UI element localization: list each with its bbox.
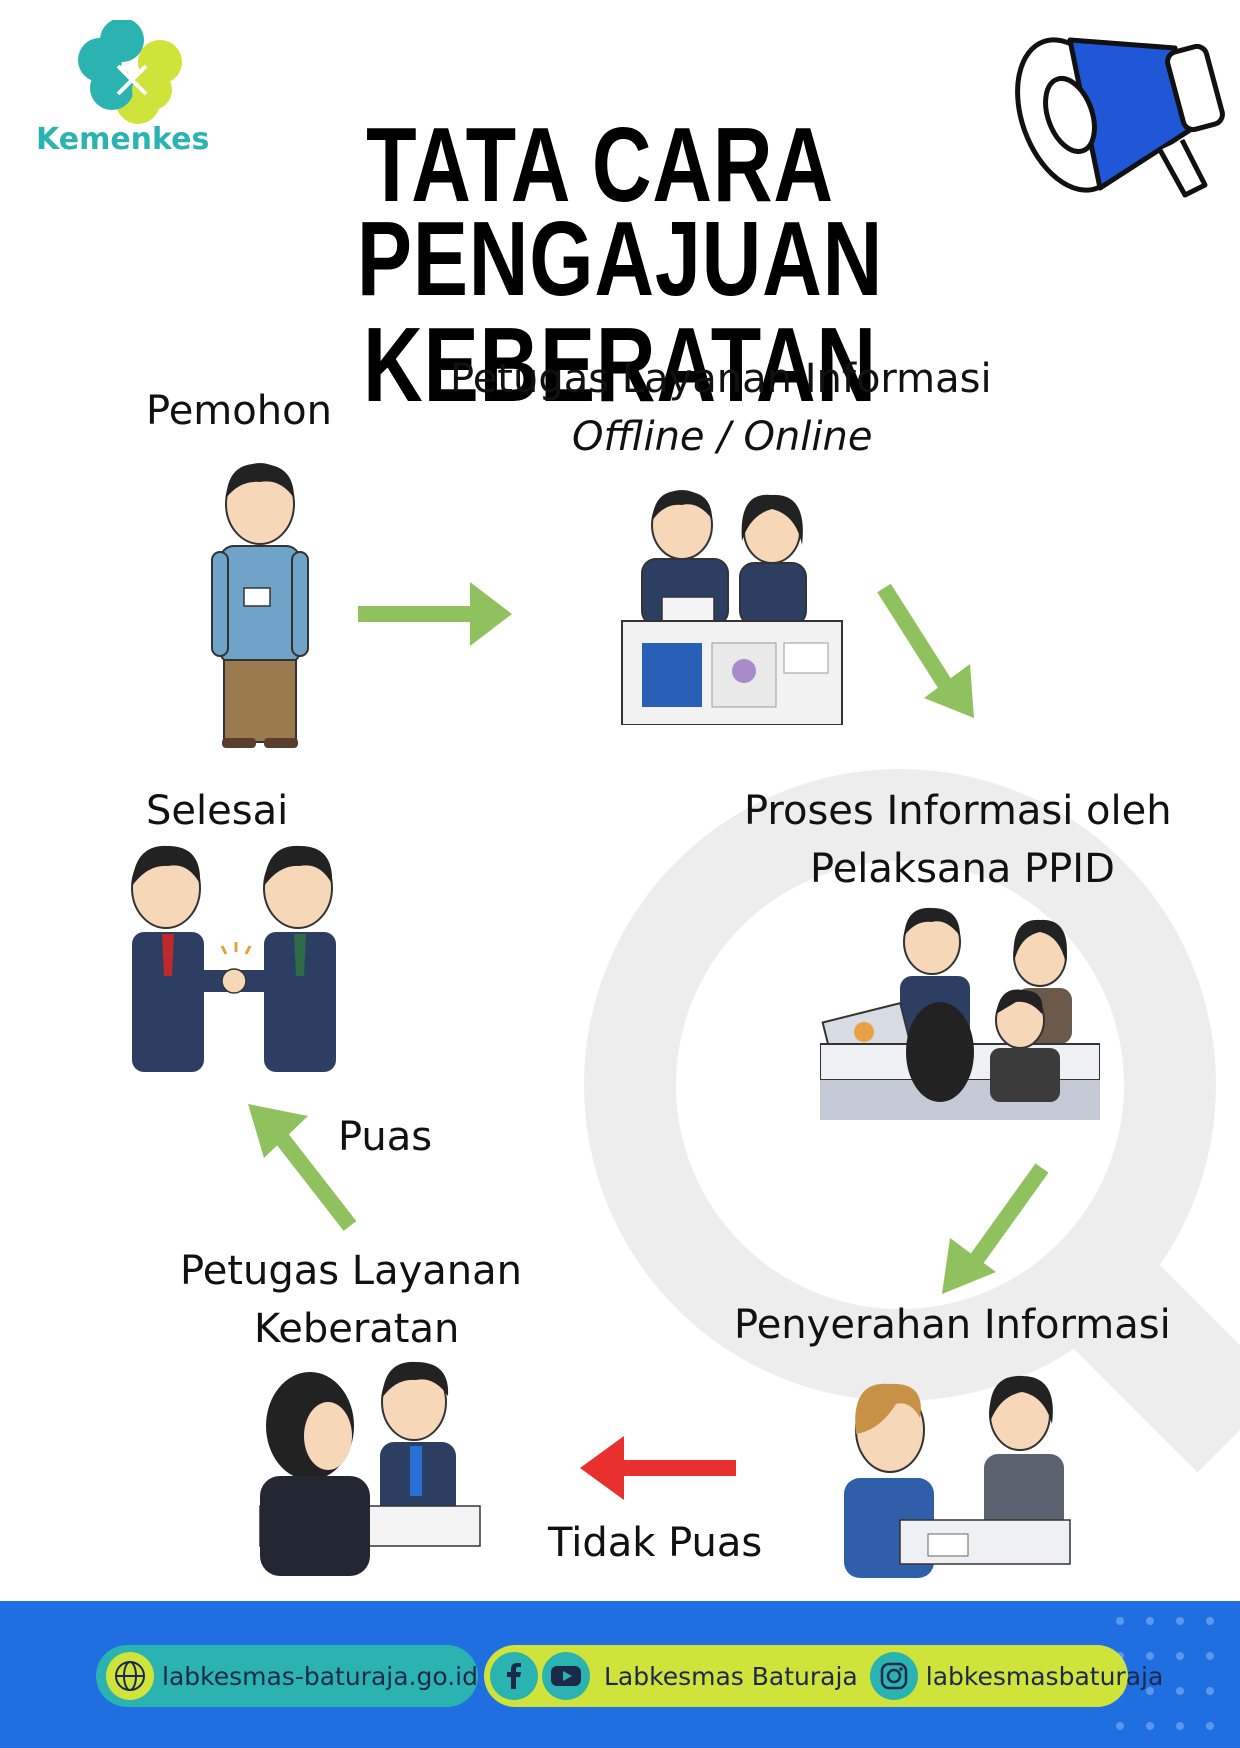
globe-icon (106, 1652, 154, 1700)
step-petugas-informasi-mode: Offline / Online (572, 414, 873, 460)
edge-tidak-puas-label: Tidak Puas (548, 1520, 763, 1566)
megaphone-icon (1015, 37, 1225, 198)
social-pill[interactable]: Labkesmas Baturaja labkesmasbaturaja (484, 1645, 1163, 1707)
edge-puas-label: Puas (338, 1114, 433, 1160)
pemohon-illustration (211, 463, 309, 748)
step-selesai-label: Selesai (146, 788, 289, 834)
title-line-2: PENGAJUAN KEBERATAN (356, 200, 884, 424)
step-penyerahan-label: Penyerahan Informasi (734, 1302, 1171, 1348)
youtube-icon[interactable] (542, 1652, 590, 1700)
petugas-informasi-illustration (621, 490, 843, 725)
step-proses-label: Proses Informasi oleh (744, 788, 1172, 834)
penyerahan-illustration (844, 1375, 1071, 1578)
proses-illustration (820, 907, 1100, 1120)
step-petugas-keberatan-sublabel: Keberatan (254, 1306, 460, 1352)
social-name-text: Labkesmas Baturaja (604, 1661, 858, 1691)
website-pill[interactable]: labkesmas-baturaja.go.id (96, 1645, 478, 1707)
kemenkes-logo: Kemenkes (30, 20, 230, 170)
instagram-handle-text: labkesmasbaturaja (925, 1661, 1164, 1691)
instagram-icon[interactable] (869, 1652, 918, 1700)
step-petugas-keberatan-label: Petugas Layanan (180, 1248, 522, 1294)
website-text: labkesmas-baturaja.go.id (162, 1661, 478, 1691)
arrow-up-left-icon (248, 1104, 357, 1231)
step-pemohon-label: Pemohon (146, 388, 332, 434)
petugas-keberatan-illustration (259, 1361, 481, 1576)
step-proses-sublabel: Pelaksana PPID (810, 846, 1115, 892)
kemenkes-logo-icon (78, 20, 182, 124)
selesai-illustration (131, 845, 336, 1072)
logo-text: Kemenkes (36, 122, 210, 157)
arrow-left-red-icon (580, 1436, 736, 1500)
title-line-1: TATA CARA (366, 106, 834, 224)
arrow-down-left-icon (942, 1163, 1049, 1294)
step-petugas-informasi-label: Petugas Layanan Informasi (450, 356, 992, 402)
facebook-icon[interactable] (490, 1652, 538, 1700)
arrow-down-right-icon (877, 583, 974, 718)
arrow-right-icon (358, 582, 512, 646)
